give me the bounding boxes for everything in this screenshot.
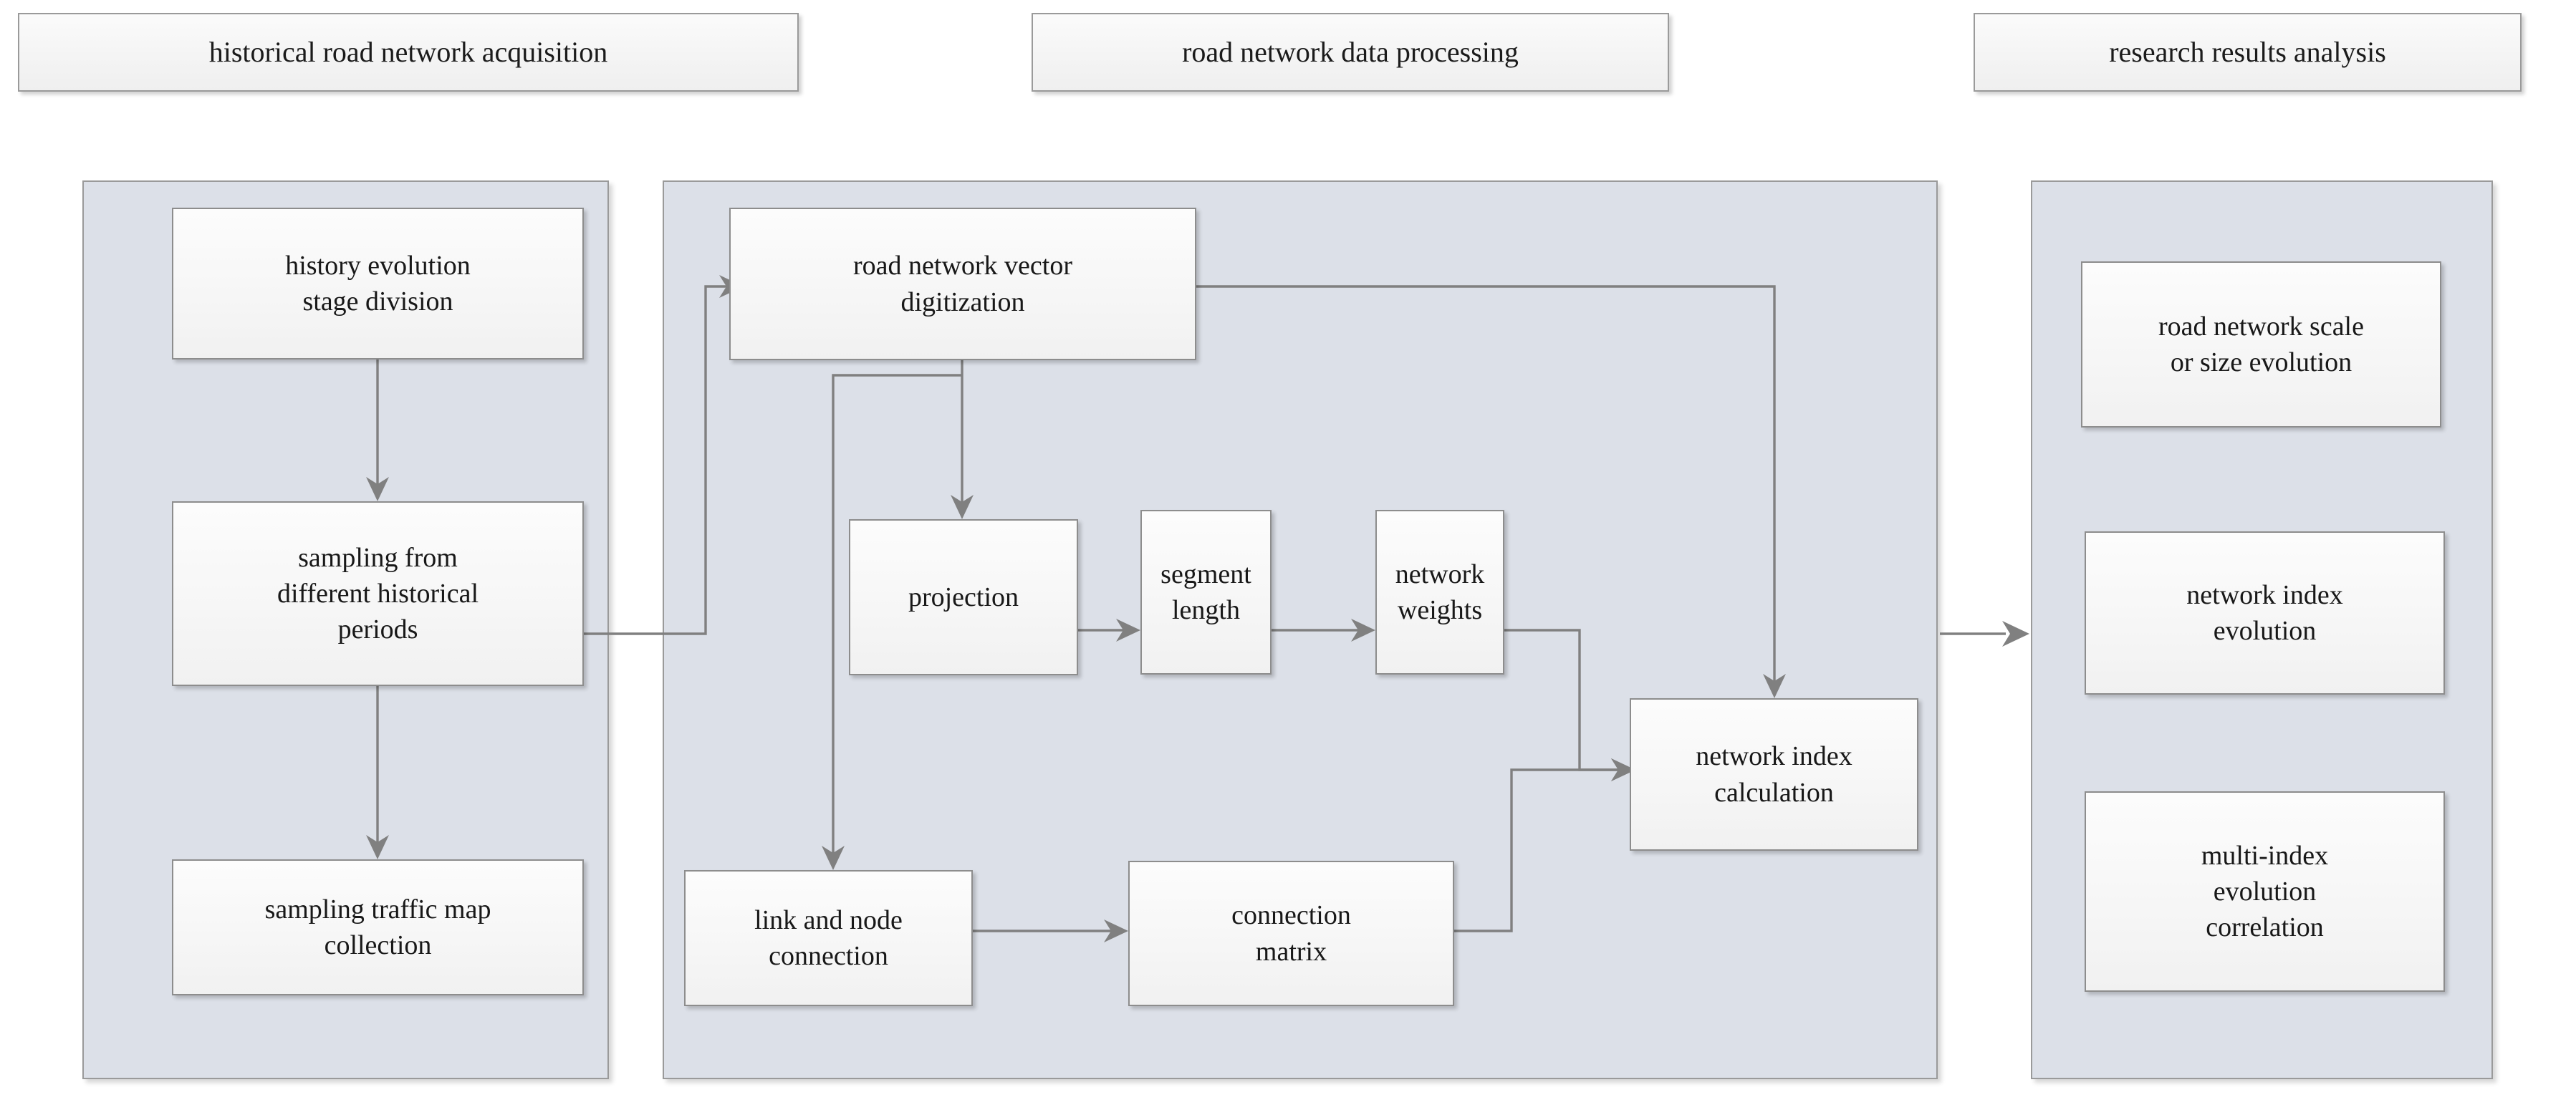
node-label: projection [908,581,1019,612]
node-label: road network vector digitization [853,251,1072,317]
node-label: connection matrix [1231,900,1351,967]
node-history-evolution-stage-division[interactable]: history evolution stage division [172,208,584,359]
node-network-index-calculation[interactable]: network index calculation [1630,698,1918,851]
node-label: network index evolution [2186,579,2343,646]
node-label: multi-index evolution correlation [2201,840,2329,943]
node-label: network index calculation [1696,741,1852,808]
node-segment-length[interactable]: segment length [1140,510,1272,675]
node-label: sampling traffic map collection [264,894,491,960]
node-link-and-node-connection[interactable]: link and node connection [684,870,973,1006]
node-label: network weights [1395,559,1485,625]
node-road-network-vector-digitization[interactable]: road network vector digitization [729,208,1196,360]
node-label: road network scale or size evolution [2158,311,2364,377]
node-connection-matrix[interactable]: connection matrix [1128,861,1454,1006]
node-label: segment length [1160,559,1251,625]
node-network-weights[interactable]: network weights [1375,510,1504,675]
node-network-index-evolution[interactable]: network index evolution [2085,531,2445,695]
header-label-analysis: research results analysis [2109,36,2386,68]
node-label: link and node connection [754,904,903,971]
node-projection[interactable]: projection [849,519,1078,675]
header-box-analysis: research results analysis [1974,13,2522,92]
node-sampling-traffic-map-collection[interactable]: sampling traffic map collection [172,859,584,995]
node-label: sampling from different historical perio… [277,542,479,645]
header-box-acquisition: historical road network acquisition [18,13,799,92]
node-label: history evolution stage division [285,250,471,317]
node-road-network-scale-or-size-evolution[interactable]: road network scale or size evolution [2081,261,2441,428]
header-label-processing: road network data processing [1182,36,1519,68]
header-label-acquisition: historical road network acquisition [208,36,608,68]
node-multi-index-evolution-correlation[interactable]: multi-index evolution correlation [2085,791,2445,992]
node-sampling-from-different-historical-periods[interactable]: sampling from different historical perio… [172,501,584,686]
header-box-processing: road network data processing [1032,13,1669,92]
